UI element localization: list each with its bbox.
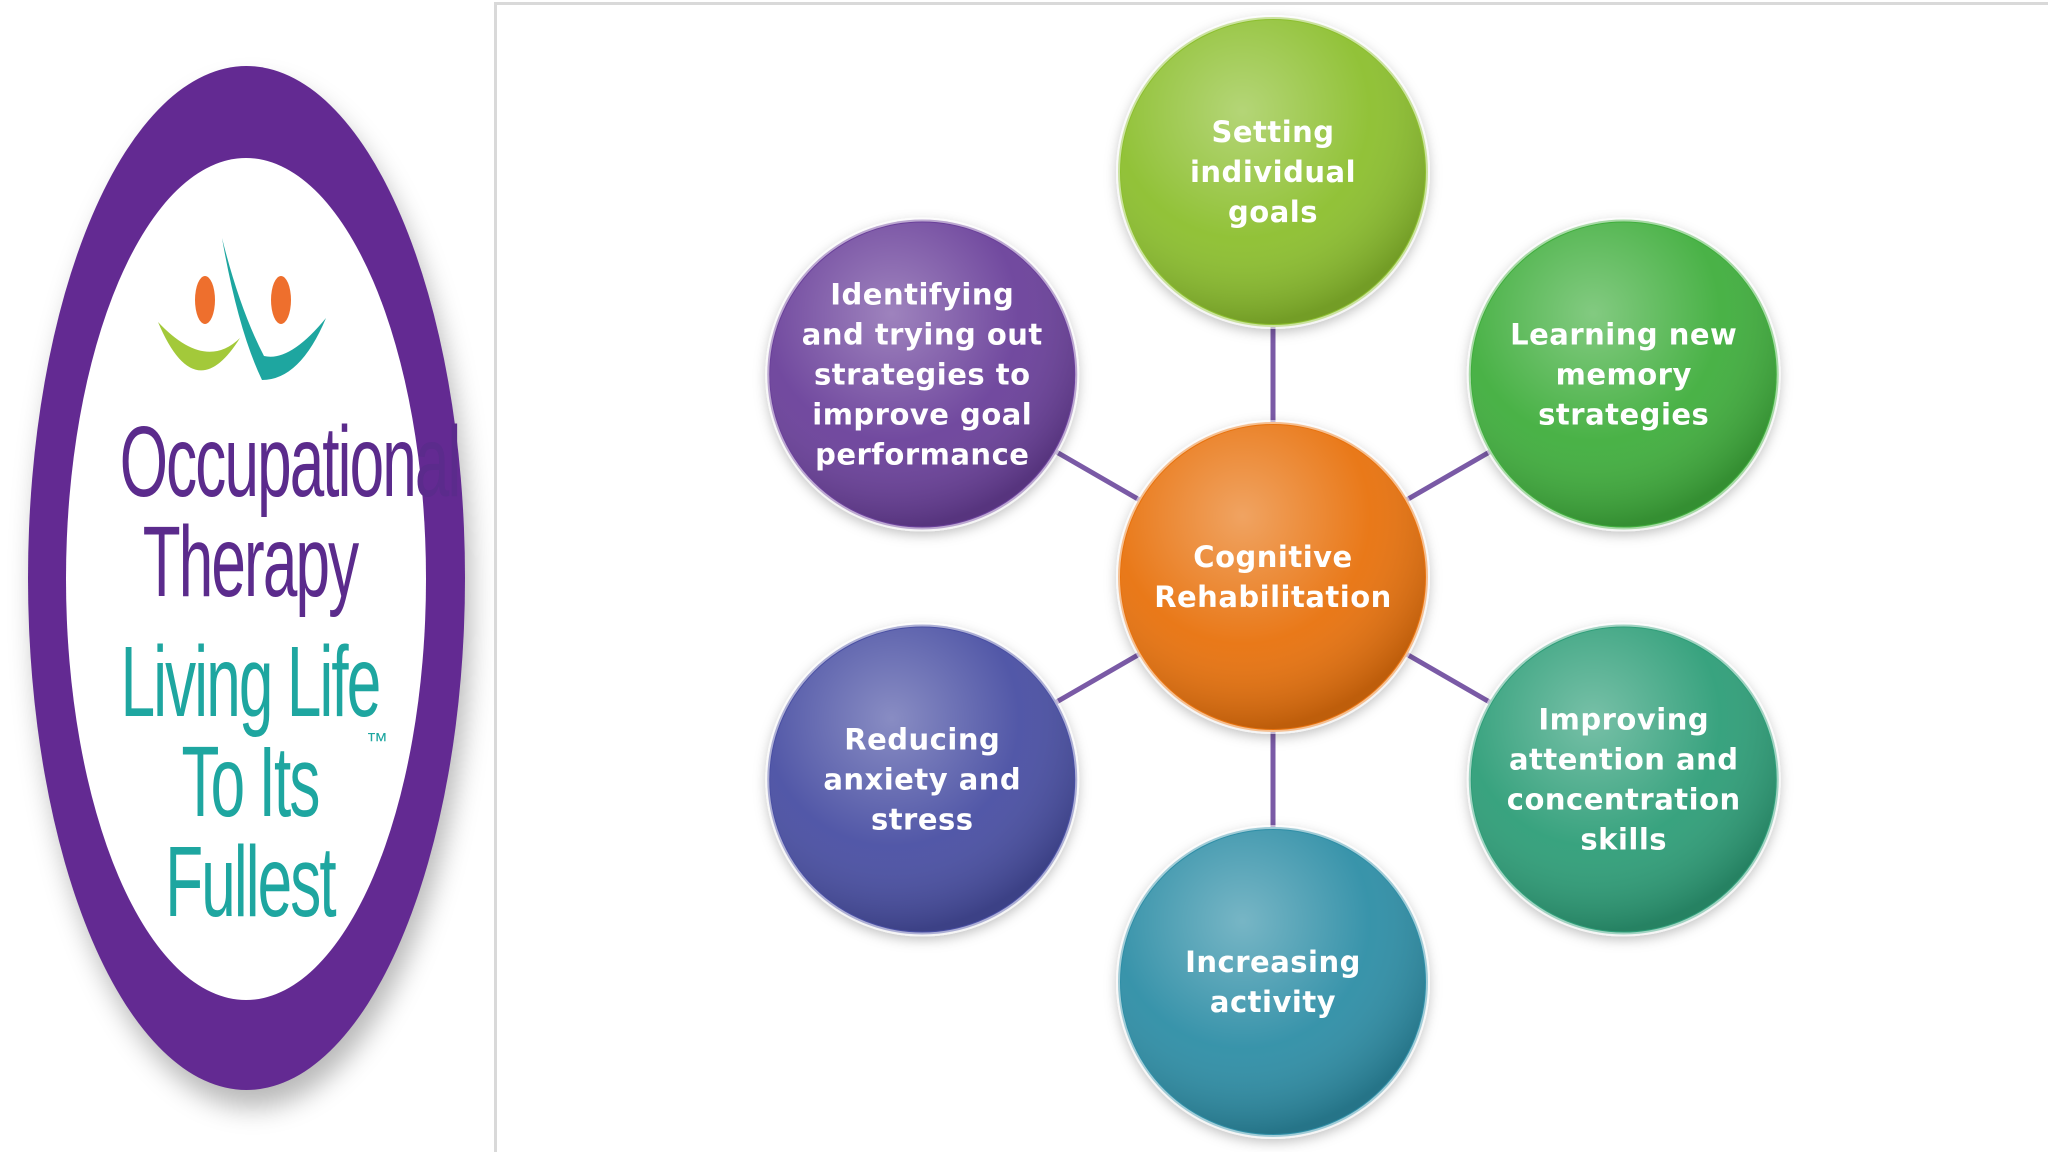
node-reducing-anxiety-label-line: Reducing bbox=[844, 723, 1000, 757]
node-setting-goals-label-line: Setting bbox=[1211, 115, 1334, 149]
node-identifying-strategies-label: Identifying and trying out strategies to im… bbox=[802, 278, 1043, 472]
logo-arm-right-icon bbox=[222, 238, 326, 380]
connector-reducing-anxiety bbox=[1055, 652, 1141, 705]
trademark-mark: ™ bbox=[366, 728, 388, 753]
node-memory-strategies-label-line: strategies bbox=[1538, 398, 1709, 432]
node-setting-goals-shine bbox=[1121, 20, 1425, 324]
node-increasing-activity-label-line: Increasing bbox=[1185, 945, 1361, 979]
node-identifying-strategies bbox=[765, 217, 1080, 532]
node-reducing-anxiety-label: Reducing anxiety and stress bbox=[823, 723, 1021, 837]
node-identifying-strategies-label-line: and trying out bbox=[802, 318, 1043, 352]
node-identifying-strategies-label-line: Identifying bbox=[830, 278, 1014, 312]
center-node-label-line: Rehabilitation bbox=[1154, 580, 1392, 614]
node-attention-skills-label-line: Improving bbox=[1538, 703, 1709, 737]
connector-attention-skills bbox=[1405, 652, 1491, 705]
node-setting-goals-label: Setting individual goals bbox=[1190, 115, 1356, 229]
node-memory-strategies-label-line: Learning new bbox=[1510, 318, 1737, 352]
node-setting-goals-label-line: individual bbox=[1190, 155, 1356, 189]
logo-arm-left-icon bbox=[158, 322, 240, 371]
node-attention-skills-label-line: attention and bbox=[1509, 743, 1739, 777]
node-increasing-activity-shine bbox=[1121, 830, 1425, 1134]
center-node bbox=[1116, 420, 1430, 734]
connector-memory-strategies bbox=[1405, 449, 1491, 502]
node-identifying-strategies-shine bbox=[770, 222, 1075, 527]
node-increasing-activity bbox=[1116, 825, 1430, 1139]
node-attention-skills bbox=[1466, 622, 1781, 937]
node-attention-skills-label: Improving attention and concentration skill… bbox=[1507, 703, 1741, 857]
node-increasing-activity-label-line: activity bbox=[1210, 985, 1336, 1019]
logo-panel: Occupational Therapy Living Life To Its … bbox=[0, 0, 494, 1152]
logo-figures-icon bbox=[158, 238, 326, 380]
node-reducing-anxiety-label-line: stress bbox=[871, 803, 974, 837]
logo-head-left-icon bbox=[195, 276, 215, 324]
diagram-panel bbox=[494, 2, 2048, 1152]
logo-inner-circle bbox=[66, 158, 426, 1000]
node-memory-strategies-shine bbox=[1471, 222, 1776, 527]
node-memory-strategies-label: Learning new memory strategies bbox=[1510, 318, 1737, 432]
logo-line-fullest: To Its Fullest bbox=[165, 726, 336, 938]
node-identifying-strategies-label-line: improve goal bbox=[812, 398, 1032, 432]
logo-line-living-life: Living Life bbox=[120, 626, 382, 738]
node-identifying-strategies-label-line: performance bbox=[815, 438, 1029, 472]
node-increasing-activity-label: Increasing activity bbox=[1185, 945, 1361, 1019]
node-identifying-strategies-label-line: strategies to bbox=[814, 358, 1031, 392]
node-setting-goals bbox=[1116, 15, 1430, 329]
node-setting-goals-label-line: goals bbox=[1228, 195, 1318, 229]
node-memory-strategies bbox=[1466, 217, 1781, 532]
node-reducing-anxiety-shine bbox=[770, 627, 1075, 932]
node-memory-strategies-label-line: memory bbox=[1556, 358, 1692, 392]
center-node-label-line: Cognitive bbox=[1193, 540, 1352, 574]
node-attention-skills-label-line: concentration bbox=[1507, 783, 1741, 817]
node-reducing-anxiety-label-line: anxiety and bbox=[823, 763, 1021, 797]
center-node-shine bbox=[1121, 425, 1425, 729]
node-reducing-anxiety bbox=[765, 622, 1080, 937]
logo-line-therapy: Therapy bbox=[142, 506, 359, 618]
node-attention-skills-label-line: skills bbox=[1580, 823, 1667, 857]
node-attention-skills-shine bbox=[1471, 627, 1776, 932]
logo-tagline: Living Life To Its Fullest bbox=[120, 626, 382, 938]
connector-identifying-strategies bbox=[1055, 449, 1141, 502]
logo-head-right-icon bbox=[271, 276, 291, 324]
